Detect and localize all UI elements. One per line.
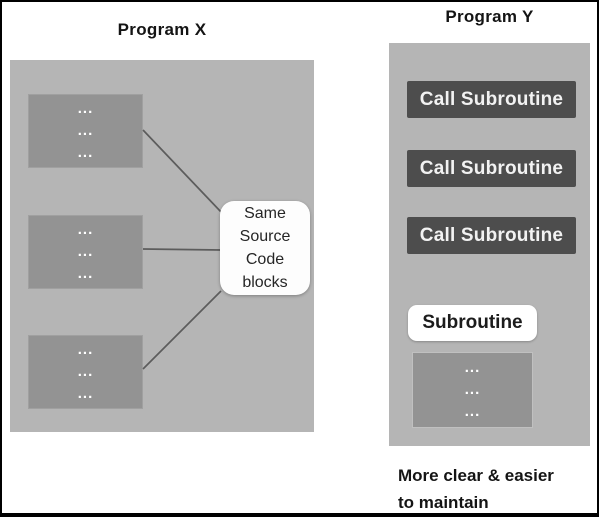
code-block: ... ... ... [28,215,143,289]
subroutine-code-block: ... ... ... [413,353,532,427]
program-y-title: Program Y [445,7,534,26]
code-dots: ... [464,403,481,420]
program-x-panel: ... ... ... ... ... ... ... ... ... [10,60,314,432]
code-dots: ... [77,341,94,358]
code-dots: ... [77,265,94,282]
program-y-panel: Call Subroutine Call Subroutine Call Sub… [389,43,590,446]
program-x-title: Program X [117,20,207,39]
code-dots: ... [77,100,94,117]
code-dots: ... [77,144,94,161]
caption-line: to maintain [398,493,489,512]
callout-line: Source [239,228,291,245]
callout-line: Same [244,205,286,222]
subroutine-box: Subroutine [408,305,537,341]
code-dots: ... [77,243,94,260]
same-source-code-callout: Same Source Code blocks [220,201,310,295]
callout-line: blocks [242,274,288,291]
call-subroutine-box: Call Subroutine [407,150,576,187]
code-block: ... ... ... [28,335,143,409]
call-subroutine-box: Call Subroutine [407,217,576,254]
code-dots: ... [464,359,481,376]
callout-line: Code [245,251,285,268]
code-block: ... ... ... [28,94,143,168]
caption-line: More clear & easier [398,466,554,485]
code-dots: ... [77,122,94,139]
call-subroutine-box: Call Subroutine [407,81,576,118]
caption: More clear & easier to maintain [398,462,554,516]
code-dots: ... [77,385,94,402]
code-dots: ... [77,363,94,380]
code-dots: ... [464,381,481,398]
code-dots: ... [77,221,94,238]
